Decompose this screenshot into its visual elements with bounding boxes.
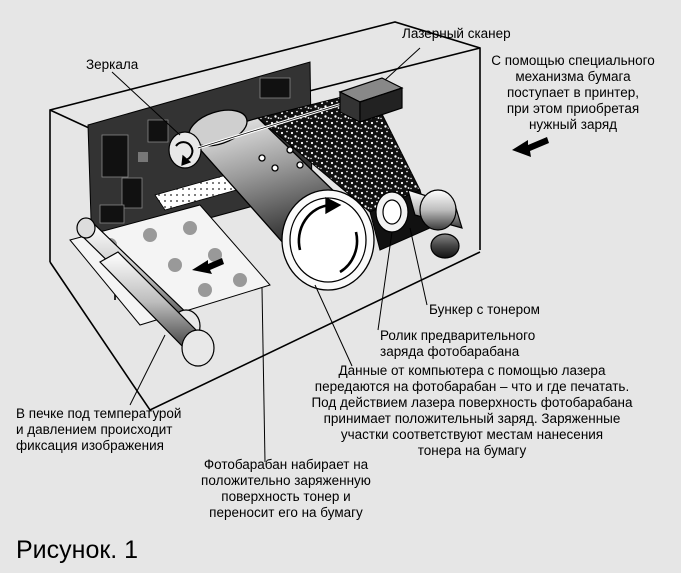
fuser-line: фиксация изображения xyxy=(16,438,164,453)
paper-mechanism-line: поступает в принтер, xyxy=(506,85,639,100)
photodrum xyxy=(188,109,375,291)
precharge-roller-line: Ролик предварительного xyxy=(380,328,536,343)
laser-scanner xyxy=(338,77,404,123)
paper-mechanism-line: нужный заряд xyxy=(528,117,618,132)
laser-data-line: принимает положительный заряд. Заряженны… xyxy=(323,411,621,426)
label-fuser: В печке под температурой и давлением про… xyxy=(16,406,181,454)
fuser-line: В печке под температурой xyxy=(16,406,182,421)
label-toner-hopper: Бункер с тонером xyxy=(429,302,540,317)
label-mirrors: Зеркала xyxy=(86,57,139,72)
fuser-line: и давлением происходит xyxy=(16,422,173,437)
laser-data-line: Под действием лазера поверхность фотобар… xyxy=(311,395,633,410)
figure-caption: Рисунок. 1 xyxy=(16,536,139,564)
drum-toner-line: поверхность тонер и xyxy=(221,489,351,504)
drum-toner-line: положительно заряженную xyxy=(201,473,371,488)
label-drum-toner: Фотобарабан набирает на положительно зар… xyxy=(184,457,388,521)
fuser-rollers xyxy=(76,217,215,367)
leader-lines xyxy=(111,47,428,463)
laser-data-line: Данные от компьютера с помощью лазера xyxy=(338,363,606,378)
label-laser-scanner: Лазерный сканер xyxy=(402,26,511,41)
paper-direction-arrow xyxy=(192,258,224,274)
paper-mechanism-line: механизма бумага xyxy=(515,69,631,84)
laser-data-line: тонера на бумагу xyxy=(417,443,527,458)
label-precharge-roller: Ролик предварительного заряда фотобараба… xyxy=(380,328,535,360)
laser-data-line: участки соответствуют местам нанесения xyxy=(340,427,604,442)
drum-toner-line: переносит его на бумагу xyxy=(209,505,363,520)
label-paper-mechanism: С помощью специального механизма бумага … xyxy=(472,53,674,133)
paper-input-arrow xyxy=(512,137,549,157)
paper-mechanism-line: при этом приобретая xyxy=(506,101,640,116)
mirror xyxy=(168,131,202,169)
precharge-roller-line: заряда фотобарабана xyxy=(380,344,520,359)
paper-mechanism-line: С помощью специального xyxy=(491,53,655,68)
laser-data-line: передаются на фотобарабан – что и где пе… xyxy=(314,379,630,394)
drum-toner-line: Фотобарабан набирает на xyxy=(203,457,369,472)
feed-roller xyxy=(407,189,463,259)
label-laser-data: Данные от компьютера с помощью лазера пе… xyxy=(282,363,662,459)
precharge-roller xyxy=(375,191,409,233)
